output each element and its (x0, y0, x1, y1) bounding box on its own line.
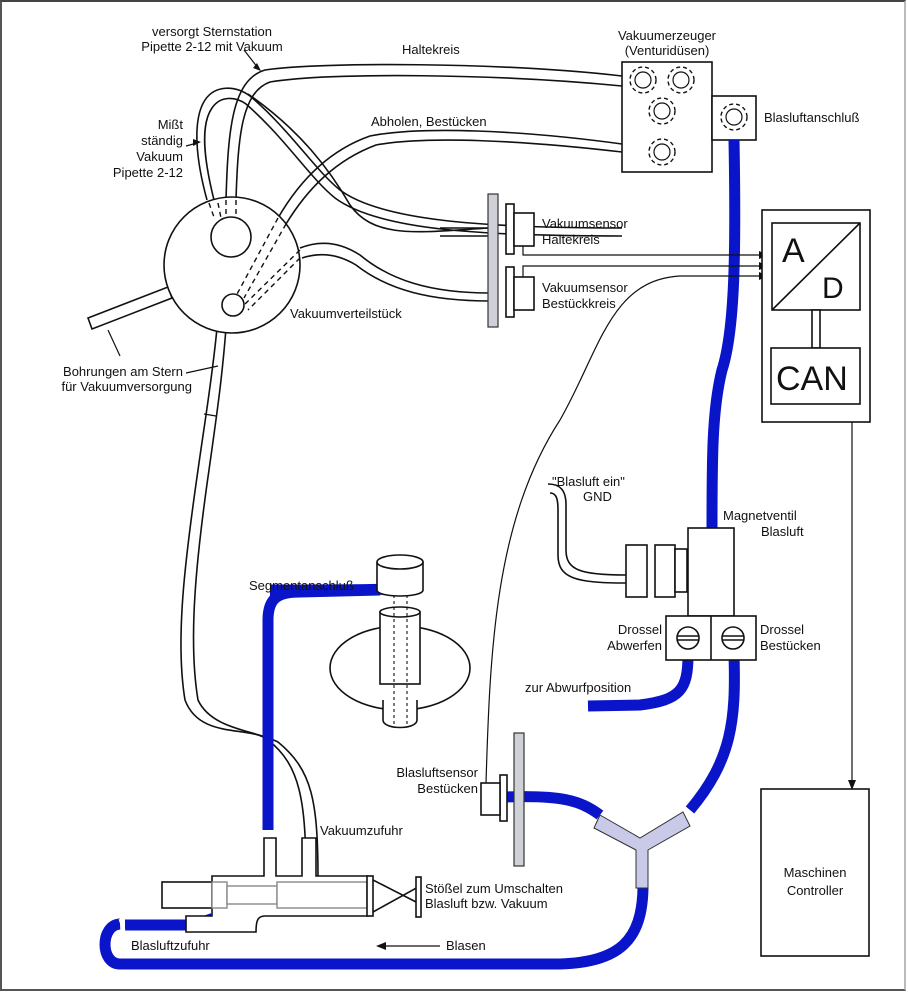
label-sensor-holding-1: Vakuumsensor (542, 216, 628, 231)
label-solenoid-1: Magnetventil (723, 508, 797, 523)
label-sensor-placing-2: Bestückkreis (542, 296, 616, 311)
label-solenoid-2: Blasluft (761, 524, 804, 539)
label-measure-4: Pipette 2-12 (113, 165, 183, 180)
label-holding-circuit: Haltekreis (402, 42, 460, 57)
tube-segment (262, 583, 392, 830)
throttle-screw-icon (676, 626, 745, 650)
label-vacuum-generator-1: Vakuumerzeuger (618, 28, 717, 43)
hose-crossover (247, 93, 491, 233)
label-plunger-1: Stößel zum Umschalten (425, 881, 563, 896)
switching-valve (161, 837, 440, 950)
machine-controller (760, 788, 870, 957)
star-bore-stub (86, 285, 174, 357)
can-label: CAN (776, 360, 848, 398)
label-throttle-place-1: Drossel (760, 622, 804, 637)
hose-haltekreis (225, 63, 623, 201)
label-throttle-eject-2: Abwerfen (607, 638, 662, 653)
label-measure-2: ständig (141, 133, 183, 148)
label-star-bores-2: für Vakuumversorgung (61, 379, 192, 394)
label-blowair-sensor-1: Blasluftsensor (396, 765, 478, 780)
hose-abholen (277, 129, 623, 225)
label-throttle-place-2: Bestücken (760, 638, 821, 653)
tube-throttle-to-y (685, 654, 740, 814)
signal-lines (485, 246, 856, 790)
ad-label-a: A (782, 232, 805, 270)
label-star-bores-1: Bohrungen am Stern (63, 364, 183, 379)
segment-connector (329, 554, 471, 729)
tube-y-to-valve-loop (99, 887, 649, 970)
label-vacuum-feed: Vakuumzufuhr (320, 823, 404, 838)
label-controller-2: Controller (787, 883, 844, 898)
hose-to-sensor-bestueck (299, 242, 491, 302)
tube-to-eject-position (587, 654, 694, 712)
label-blow: Blasen (446, 938, 486, 953)
label-segment-connection: Segmentanschluß (249, 578, 354, 593)
vacuum-distributor (163, 196, 301, 334)
hose-to-sensor-halte (440, 227, 490, 237)
label-blowair-sensor-2: Bestücken (417, 781, 478, 796)
label-pickup-place: Abholen, Bestücken (371, 114, 487, 129)
label-blowair-port: Blasluftanschluß (764, 110, 859, 125)
label-sensor-holding-2: Haltekreis (542, 232, 600, 247)
label-measure-3: Vakuum (136, 149, 183, 164)
annotation-arrows (185, 49, 261, 374)
label-supply-star-2: Pipette 2-12 mit Vakuum (141, 39, 282, 54)
label-plunger-2: Blasluft bzw. Vakuum (425, 896, 548, 911)
label-throttle-eject-1: Drossel (618, 622, 662, 637)
label-to-eject-position: zur Abwurfposition (525, 680, 631, 695)
ad-can-module: A D CAN (761, 209, 871, 423)
label-blowair-on: "Blasluft ein" (552, 474, 625, 489)
vacuum-generator (621, 61, 757, 173)
y-connector (593, 811, 691, 889)
label-vacuum-generator-2: (Venturidüsen) (625, 43, 710, 58)
venturi-nozzle-icon (629, 66, 695, 166)
label-sensor-placing-1: Vakuumsensor (542, 280, 628, 295)
sensor-plate-bottom (480, 732, 525, 867)
solenoid-valve (547, 483, 757, 661)
tube-generator-to-valve (706, 139, 741, 529)
ad-label-d: D (822, 272, 844, 305)
label-distributor: Vakuumverteilstück (290, 306, 402, 321)
label-controller-1: Maschinen (784, 865, 847, 880)
label-gnd: GND (583, 489, 612, 504)
hose-vacuum-feed (180, 327, 319, 881)
label-measure-1: Mißt (158, 117, 184, 132)
sensor-plate-top (487, 193, 535, 328)
label-blowair-feed: Blasluftzufuhr (131, 938, 210, 953)
labels: versorgt Sternstation Pipette 2-12 mit V… (61, 24, 859, 953)
label-supply-star-1: versorgt Sternstation (152, 24, 272, 39)
